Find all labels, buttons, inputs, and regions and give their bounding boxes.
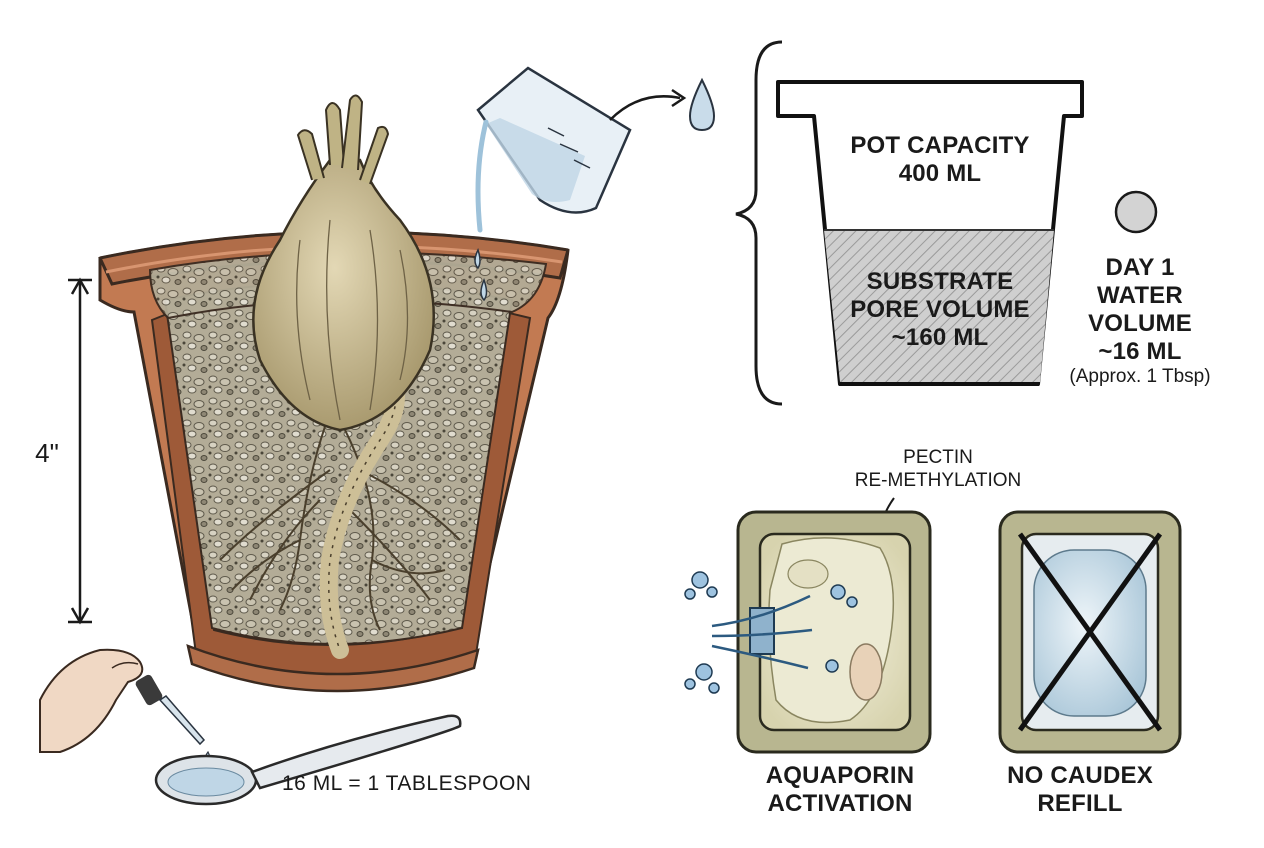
pectin-line2: RE-METHYLATION xyxy=(854,470,1022,491)
water-drips xyxy=(474,248,488,302)
day1-value: ~16 ML xyxy=(1098,338,1182,365)
water-volume-dot xyxy=(1114,190,1158,234)
day1-line2: WATER xyxy=(1097,282,1183,309)
height-arrow xyxy=(68,277,92,625)
pot-capacity-title: POT CAPACITY xyxy=(850,132,1030,159)
plant-cell-crossed xyxy=(998,510,1182,754)
day1-water-label: DAY 1 WATER VOLUME ~16 ML xyxy=(1060,254,1220,366)
spoon-equivalence-label: 16 ML = 1 TABLESPOON xyxy=(282,772,532,795)
day1-line1: DAY 1 xyxy=(1105,254,1175,281)
pot-height-label: 4" xyxy=(35,438,59,468)
pectin-label: PECTIN RE-METHYLATION xyxy=(828,446,1048,492)
substrate-value: ~160 ML xyxy=(891,324,989,351)
pectin-line1: PECTIN xyxy=(903,447,973,468)
measuring-cup xyxy=(475,66,632,233)
pot-capacity-value: 400 ML xyxy=(898,160,982,187)
caudex-plant xyxy=(252,94,435,432)
no-caudex-label: NO CAUDEX REFILL xyxy=(990,762,1170,818)
no-caudex-line1: NO CAUDEX xyxy=(1007,762,1153,789)
water-drop xyxy=(688,77,716,132)
tablespoon xyxy=(154,714,462,806)
dropper-hand xyxy=(39,648,211,765)
day1-line3: VOLUME xyxy=(1088,310,1192,337)
day1-approx-note: (Approx. 1 Tbsp) xyxy=(1069,366,1211,387)
substrate-line1: SUBSTRATE xyxy=(866,268,1014,295)
substrate-label: SUBSTRATE PORE VOLUME ~160 ML xyxy=(820,268,1060,352)
no-caudex-line2: REFILL xyxy=(1037,790,1123,817)
pot-capacity-label: POT CAPACITY 400 ML xyxy=(810,132,1070,188)
plant-roots xyxy=(219,399,461,631)
plant-cell-aquaporin xyxy=(684,510,932,754)
aquaporin-line2: ACTIVATION xyxy=(767,790,913,817)
substrate-line2: PORE VOLUME xyxy=(850,296,1030,323)
aquaporin-line1: AQUAPORIN xyxy=(765,762,915,789)
aquaporin-label: AQUAPORIN ACTIVATION xyxy=(720,762,960,818)
pot-capacity-diagram xyxy=(776,80,1084,386)
bracket xyxy=(735,40,783,406)
flow-arrow xyxy=(609,95,681,121)
